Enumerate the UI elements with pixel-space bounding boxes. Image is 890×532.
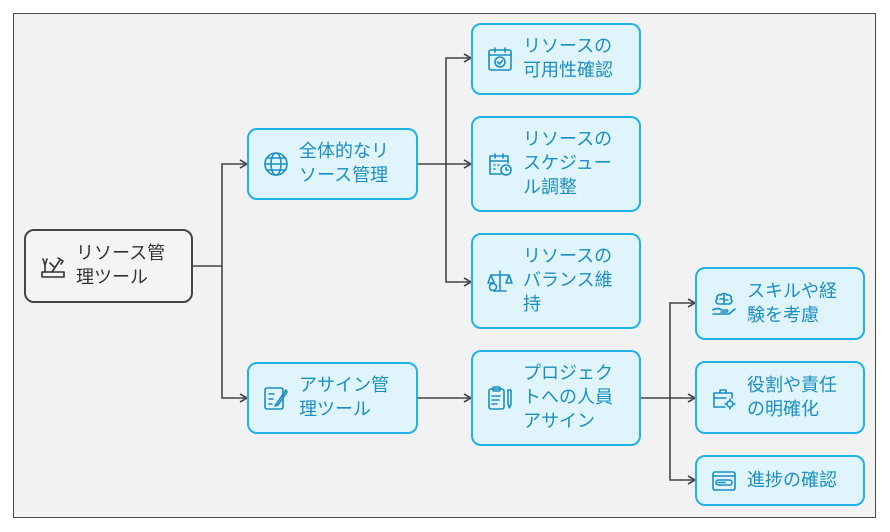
node-label: プロジェク トへの人員 アサイン	[523, 363, 613, 432]
connector-assign-leaf1	[641, 298, 697, 399]
edit-checklist-icon	[261, 383, 291, 413]
branch-assign-management: アサイン管 理ツール	[247, 362, 418, 434]
progress-bar-icon	[709, 466, 739, 496]
connector-assign-leaf3	[669, 398, 697, 485]
balance-scale-icon	[485, 266, 515, 296]
clipboard-pen-icon	[485, 383, 515, 413]
node-schedule-adjustment: リソースの スケジュー ル調整	[471, 116, 641, 212]
node-roles-responsibilities: 役割や責任 の明確化	[695, 361, 865, 434]
node-project-staff-assignment: プロジェク トへの人員 アサイン	[471, 350, 641, 446]
connector-branch1-child3	[445, 164, 473, 287]
briefcase-gear-icon	[709, 383, 739, 413]
connector-branch1-child1	[418, 53, 473, 165]
connector-root-branch1	[193, 159, 249, 267]
node-label: 役割や責任 の明確化	[747, 374, 837, 420]
node-label: リソースの バランス維 持	[523, 246, 613, 315]
node-skill-experience: スキルや経 験を考慮	[695, 267, 865, 340]
node-label: スキルや経 験を考慮	[747, 280, 837, 326]
tools-icon	[38, 251, 68, 281]
node-progress-check: 進捗の確認	[695, 455, 865, 506]
node-label: リソースの 可用性確認	[523, 36, 613, 81]
node-balance-maintenance: リソースの バランス維 持	[471, 233, 641, 329]
brain-hand-icon	[709, 289, 739, 319]
branch-overall-resource-management: 全体的なリ ソース管理	[247, 128, 418, 200]
node-label: リソースの スケジュー ル調整	[523, 129, 613, 198]
node-availability-check: リソースの 可用性確認	[471, 23, 641, 95]
branch-label: アサイン管 理ツール	[299, 375, 389, 420]
root-node: リソース管 理ツール	[24, 229, 193, 303]
globe-icon	[261, 149, 291, 179]
root-label: リソース管 理ツール	[76, 243, 166, 288]
calendar-clock-icon	[485, 149, 515, 179]
calendar-check-icon	[485, 44, 515, 74]
branch-label: 全体的なリ ソース管理	[299, 141, 389, 186]
node-label: 進捗の確認	[747, 469, 837, 491]
connector-root-branch2	[221, 266, 249, 403]
